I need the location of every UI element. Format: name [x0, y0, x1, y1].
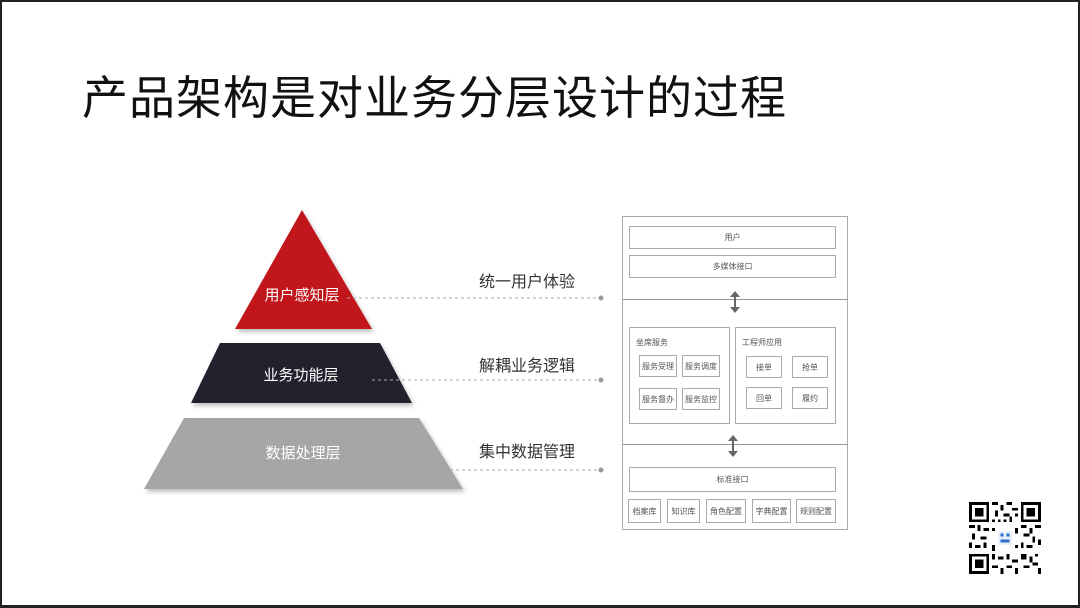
layer-description-1: 统一用户体验 [479, 272, 576, 291]
archive-label: 档案库 [632, 506, 657, 516]
standard-interface-label: 标准接口 [716, 475, 749, 484]
knowledge-base-box: 知识库 [667, 499, 700, 523]
bidirectional-arrow-icon [730, 291, 740, 313]
agent-services-group: 坐席服务 服务受理 服务调度 服务督办 服务监控 [629, 327, 730, 424]
bidirectional-arrow-icon [728, 435, 738, 457]
multimedia-interface-label: 多媒体接口 [712, 262, 753, 271]
layer-label-business-function: 业务功能层 [263, 366, 339, 384]
user-label: 用户 [724, 233, 741, 242]
connector-dot-1 [598, 295, 604, 301]
fulfill-label: 履约 [802, 393, 818, 403]
rule-config-box: 规则配置 [796, 499, 836, 523]
service-dispatch-label: 服务调度 [685, 361, 717, 371]
service-accept-box: 服务受理 [639, 355, 677, 377]
accept-order-box: 接单 [746, 356, 782, 378]
rule-config-label: 规则配置 [800, 506, 832, 516]
grab-order-label: 抢单 [802, 362, 818, 372]
slide-title: 产品架构是对业务分层设计的过程 [82, 71, 787, 125]
qr-code-icon[interactable] [969, 502, 1041, 574]
grab-order-box: 抢单 [792, 356, 828, 378]
layer-label-user-perception: 用户感知层 [264, 286, 340, 304]
connector-dot-3 [598, 467, 604, 473]
dictionary-config-box: 字典配置 [752, 499, 791, 523]
knowledge-base-label: 知识库 [671, 506, 696, 516]
service-supervise-label: 服务督办 [642, 394, 674, 404]
accept-order-label: 接单 [756, 362, 772, 372]
pyramid-bottom-layer [144, 418, 463, 489]
layer-label-data-processing: 数据处理层 [265, 444, 341, 462]
connector-dot-2 [598, 377, 604, 383]
dictionary-config-label: 字典配置 [755, 506, 788, 516]
layer-description-3: 集中数据管理 [479, 442, 576, 461]
pyramid-middle-layer [191, 343, 412, 403]
fulfill-box: 履约 [792, 387, 828, 409]
archive-box: 档案库 [628, 499, 661, 523]
service-dispatch-box: 服务调度 [682, 355, 720, 377]
return-order-label: 回单 [756, 393, 772, 403]
engineer-app-title: 工程师应用 [742, 338, 782, 347]
layer-description-2: 解耦业务逻辑 [479, 356, 576, 375]
engineer-app-group: 工程师应用 接单 抢单 回单 履约 [735, 327, 836, 424]
standard-interface-box: 标准接口 [629, 467, 836, 492]
service-monitor-box: 服务监控 [682, 388, 720, 410]
role-config-label: 角色配置 [710, 506, 742, 516]
divider-bottom [623, 444, 847, 445]
role-config-box: 角色配置 [706, 499, 746, 523]
service-accept-label: 服务受理 [642, 361, 674, 371]
agent-services-title: 坐席服务 [636, 338, 668, 347]
service-supervise-box: 服务督办 [639, 388, 677, 410]
multimedia-interface-box: 多媒体接口 [629, 255, 836, 278]
service-monitor-label: 服务监控 [685, 394, 717, 404]
user-box: 用户 [629, 226, 836, 249]
pyramid-top-layer [235, 210, 372, 329]
return-order-box: 回单 [746, 387, 782, 409]
architecture-diagram: 用户 多媒体接口 坐席服务 服务受理 服务调度 服务督办 服务监控 [622, 216, 848, 530]
